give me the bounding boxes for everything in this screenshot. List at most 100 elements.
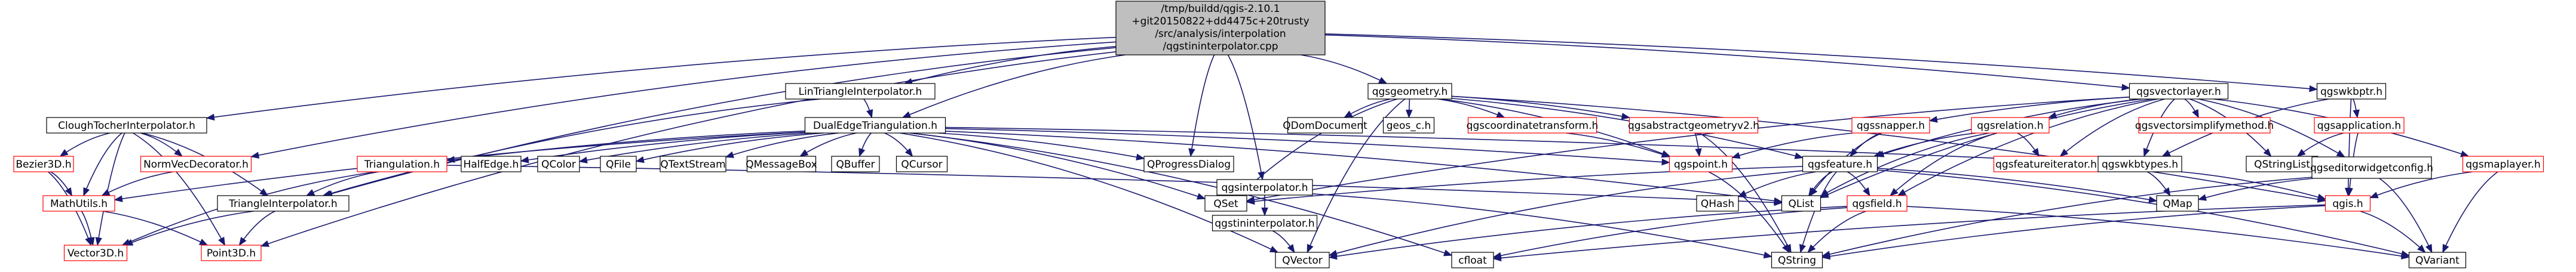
node-qcursor[interactable]: QCursor [896, 156, 948, 172]
node-qgsapplication[interactable]: qgsapplication.h [2314, 117, 2405, 134]
node-qgssnapper[interactable]: qgssnapper.h [1851, 117, 1930, 134]
node-qgsfeature[interactable]: qgsfeature.h [1802, 156, 1878, 172]
edge-root-to-dualedge [901, 54, 1126, 118]
edge-qgseditorwidget-to-qvariant [2379, 178, 2433, 254]
edge-root-to-lintri [903, 45, 1117, 85]
node-qmessagebox[interactable]: QMessageBox [746, 156, 817, 172]
node-qstringlist[interactable]: QStringList [2246, 156, 2319, 172]
node-qgseditorwidget[interactable]: qgseditorwidgetconfig.h [2310, 156, 2433, 179]
node-dualedge[interactable]: DualEdgeTriangulation.h [804, 117, 946, 134]
edge-dualedge-to-qgswkbtypes [945, 126, 2099, 166]
node-box [461, 156, 522, 172]
edge-qgsfield-to-qvector [1328, 206, 1848, 260]
node-label: QBuffer [836, 159, 875, 171]
edge-qgsgeometry-to-qgish [1451, 95, 2326, 203]
edge-qgsrelation-to-qgsfeatiter [2017, 132, 2040, 157]
edge-qgswkbtypes-to-qmap [2147, 171, 2171, 197]
edge-qgsfield-to-qstring [1807, 211, 1866, 254]
edge-qgssnapper-to-qgspoint [1731, 132, 1853, 159]
edge-qgsfeature-to-qvector [1328, 170, 1803, 257]
node-qgswkbtypes[interactable]: qgswkbtypes.h [2097, 156, 2182, 172]
node-lintri[interactable]: LinTriangleInterpolator.h [785, 83, 936, 100]
node-label: DualEdgeTriangulation.h [813, 120, 937, 132]
node-qgish[interactable]: qgis.h [2324, 195, 2371, 212]
node-box [46, 117, 207, 134]
node-box [1669, 156, 1733, 172]
node-vector3d[interactable]: Vector3D.h [63, 245, 128, 261]
node-qmap[interactable]: QMap [2156, 195, 2199, 212]
node-qset[interactable]: QSet [1204, 195, 1247, 212]
node-qvariant[interactable]: QVariant [2408, 252, 2467, 268]
node-triinterp[interactable]: TriangleInterpolator.h [217, 195, 349, 212]
node-box [2314, 117, 2405, 134]
node-label: qgsinterpolator.h [1221, 182, 1308, 194]
node-label: QProgressDialog [1147, 159, 1231, 171]
node-box [1847, 195, 1908, 212]
node-cloughtocher[interactable]: CloughTocherInterpolator.h [46, 117, 207, 134]
edge-dualedge-to-qtextstream [725, 132, 839, 158]
node-qgsrelation[interactable]: qgsrelation.h [1971, 117, 2050, 134]
edge-qgsmaplayer-to-qvariant [2442, 171, 2498, 254]
node-qbuffer[interactable]: QBuffer [831, 156, 880, 172]
node-qgsvectorlayer[interactable]: qgsvectorlayer.h [2129, 83, 2229, 100]
edge-cloughtocher-to-normvec [140, 132, 183, 157]
dependency-nodes: /tmp/buildd/qgis-2.10.1+git20150822+dd44… [13, 1, 2544, 268]
edge-root-to-normvec [250, 41, 1117, 159]
node-qhash[interactable]: QHash [1696, 195, 1739, 212]
root-node-label-line: +git20150822+dd4475c+20trusty [1131, 16, 1309, 27]
node-qgspoint[interactable]: qgspoint.h [1669, 156, 1733, 172]
edge-qgsrelation-to-qgsfeature [1873, 132, 1977, 157]
node-box [2462, 156, 2544, 172]
edge-root-to-qgsgeometry [1301, 54, 1388, 84]
root-node-label-line: /src/analysis/interpolation [1155, 28, 1286, 40]
node-label: LinTriangleInterpolator.h [799, 86, 922, 98]
edge-triinterp-to-point3d [238, 211, 275, 246]
edge-qgswkbptr-to-qgish [2344, 98, 2352, 197]
edge-qgseditorwidget-to-qmap [2197, 178, 2314, 201]
node-qgstininterp[interactable]: qgstininterpolator.h [1212, 215, 1318, 231]
node-qprogressdialog[interactable]: QProgressDialog [1143, 156, 1234, 172]
node-box [2408, 252, 2467, 268]
node-qtextstream[interactable]: QTextStream [660, 156, 726, 172]
root-node-qgstininterpolator-cpp: /tmp/buildd/qgis-2.10.1+git20150822+dd44… [1115, 1, 1326, 55]
edge-qgsgeometry-to-qset [1238, 98, 1397, 196]
node-qlist[interactable]: QList [1781, 195, 1821, 212]
node-halfedge[interactable]: HalfEdge.h [461, 156, 522, 172]
node-point3d[interactable]: Point3D.h [201, 245, 262, 261]
node-qgscoordtrans[interactable]: qgscoordinatetransform.h [1467, 117, 1599, 134]
node-label: Bezier3D.h [16, 159, 71, 171]
node-mathutils[interactable]: MathUtils.h [42, 195, 115, 212]
node-qgsgeometry[interactable]: qgsgeometry.h [1367, 83, 1452, 100]
node-geosc[interactable]: geos_c.h [1382, 117, 1435, 134]
node-qcolor[interactable]: QColor [537, 156, 580, 172]
node-box [2311, 156, 2432, 179]
node-qgsmaplayer[interactable]: qgsmaplayer.h [2462, 156, 2544, 172]
edge-qgswkbptr-to-qgsapplication [2353, 98, 2360, 119]
node-qgsfield[interactable]: qgsfield.h [1847, 195, 1908, 212]
node-qdomdocument[interactable]: QDomDocument [1283, 117, 1367, 134]
root-node-label-line: /tmp/buildd/qgis-2.10.1 [1161, 3, 1280, 15]
node-box [1629, 117, 1759, 134]
node-qgsfeatiter[interactable]: qgsfeatureiterator.h [1993, 156, 2099, 172]
node-normvec[interactable]: NormVecDecorator.h [140, 156, 252, 172]
node-qgsinterpolator[interactable]: qgsinterpolator.h [1216, 179, 1313, 196]
edge-dualedge-to-qprogressdialog [937, 132, 1145, 161]
node-bezier3d[interactable]: Bezier3D.h [13, 156, 74, 172]
node-qgsabstractgeom[interactable]: qgsabstractgeometryv2.h [1628, 117, 1759, 134]
node-qgsvectorsimplify[interactable]: qgsvectorsimplifymethod.h [2135, 117, 2274, 134]
node-cfloat[interactable]: cfloat [1451, 252, 1494, 268]
edge-root-to-qgswkbptr [1324, 33, 2318, 92]
edge-qgsvectorlayer-to-qlist [1820, 98, 2153, 199]
node-qstring[interactable]: QString [1771, 252, 1823, 268]
node-box [537, 156, 580, 172]
node-box [1971, 117, 2050, 134]
node-box [746, 156, 817, 172]
node-qvector[interactable]: QVector [1275, 252, 1330, 268]
edge-qgseditorwidget-to-qstring [1821, 177, 2313, 258]
node-qgswkbptr[interactable]: qgswkbptr.h [2316, 83, 2387, 100]
node-box [13, 156, 74, 172]
edge-bezier3d-to-mathutils [50, 171, 73, 197]
node-qfile[interactable]: QFile [600, 156, 637, 172]
node-triangulation[interactable]: Triangulation.h [357, 156, 447, 172]
edge-triangulation-to-triinterp [305, 171, 379, 196]
